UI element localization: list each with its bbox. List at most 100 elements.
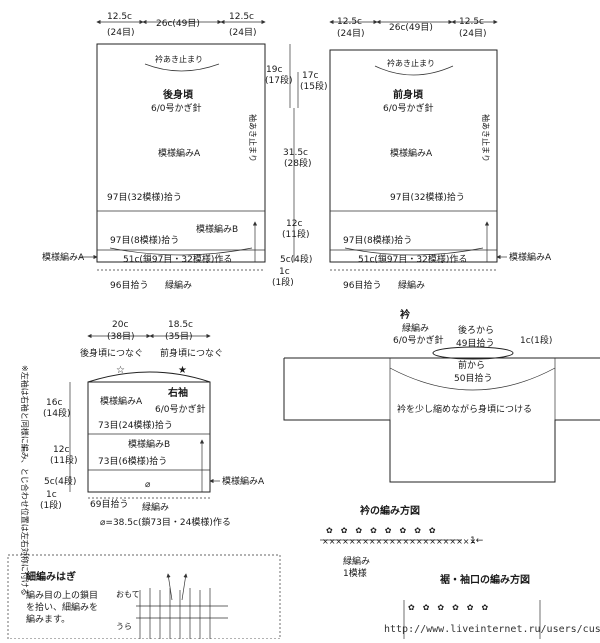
back-pattern-b-label: 模様編みB: [196, 223, 238, 235]
sleeve-rib-label: 緑編み: [142, 501, 169, 513]
sleeve-width-left: 20c: [112, 320, 128, 330]
front-pick97-label: 97目(32模様)拾う: [390, 191, 465, 203]
hem-chart-puffs: ✿ ✿ ✿ ✿ ✿ ✿: [408, 603, 489, 612]
front-pick97b-label: 97目(8模様)拾う: [343, 234, 412, 246]
seam-text-3: 編みます。: [26, 613, 70, 625]
back-rib-label: 緑編み: [165, 279, 192, 291]
back-title: 後身頃: [163, 88, 194, 101]
dim-1c-rows: (1段): [272, 276, 294, 288]
front-pattern-a-label: 模様編みA: [390, 147, 433, 159]
sleeve-width-right-sts: (35目): [165, 331, 192, 342]
collar-instruction: 衿を少し縮めながら身頃につける: [397, 403, 532, 415]
back-body-panel: 12.5c (24目) 26c(49目) 12.5c (24目) 衿あき止まり …: [42, 12, 266, 291]
dim-1c: 1c: [279, 267, 290, 277]
back-neck-curve: [144, 63, 220, 72]
star-outline-icon: ☆: [116, 365, 125, 376]
collar-chart-title: 衿の編み方図: [360, 504, 420, 517]
sleeve-chain-label: ⌀=38.5c(鎖73目・24模様)作る: [100, 516, 231, 528]
front-body-panel: 12.5c (24目) 26c(49目) 12.5c (24目) 衿あき止まり …: [329, 17, 552, 291]
sleeve-h16c: 16c: [46, 398, 62, 408]
dim-17c: 17c: [302, 71, 318, 81]
front-rib-label: 緑編み: [398, 279, 425, 291]
sleeve-hook-size: 6/0号かぎ針: [155, 403, 206, 415]
collar-from-front: 前から: [458, 359, 485, 371]
sleeve-side-pattern-label: 模様編みA: [222, 475, 265, 487]
sleeve-cap-curve: [87, 371, 211, 383]
collar-chart-rib: 緑編み: [343, 555, 370, 567]
right-sleeve-panel: 20c (38目) 18.5c (35目) 後身頃につなぐ 前身頃につなぐ ☆ …: [20, 320, 265, 596]
front-side-pattern-label: 模様編みA: [509, 251, 552, 263]
front-hook-size: 6/0号かぎ針: [383, 102, 434, 114]
seam-text-1: 編み目の上の鎖目: [26, 589, 98, 601]
front-top-left-sts: (24目): [337, 28, 364, 39]
seam-label-back: うら: [116, 622, 132, 631]
sleeve-pick73-label: 73目(24模様)拾う: [98, 419, 173, 431]
front-top-left-dim: 12.5c: [337, 17, 362, 27]
sleeve-h1c: 1c: [46, 490, 57, 500]
front-top-mid-dim: 26c(49目): [389, 22, 433, 33]
sleeve-h5c: 5c(4段): [44, 475, 76, 487]
dim-31-5c: 31.5c: [283, 148, 308, 158]
sleeve-pick73b-label: 73目(6模様)拾う: [98, 455, 167, 467]
collar-depth: 1c(1段): [520, 334, 552, 346]
dim-31-5c-rows: (28段): [284, 157, 311, 169]
front-neck-stop-label: 衿あき止まり: [387, 58, 435, 68]
star-filled-icon: ★: [178, 365, 187, 376]
front-top-right-sts: (24目): [459, 28, 486, 39]
back-top-right-sts: (24目): [229, 27, 256, 38]
back-hook-size: 6/0号かぎ針: [151, 102, 202, 114]
collar-chart-repeat: 1模様: [343, 567, 367, 579]
back-sleeve-stop-label: 袖あき止まり: [248, 114, 258, 162]
collar-chart-arrow: 1←: [470, 536, 484, 546]
sleeve-width-right: 18.5c: [168, 320, 193, 330]
sleeve-diameter-icon: ⌀: [145, 480, 151, 490]
sleeve-pick69-label: 69目拾う: [90, 498, 128, 510]
sleeve-outline: [87, 381, 211, 493]
back-pick97-label: 97目(32模様)拾う: [107, 191, 182, 203]
collar-from-back: 後ろから: [458, 324, 494, 336]
seam-yarn-illustration: [139, 588, 211, 639]
dim-12c-rows: (11段): [282, 228, 309, 240]
front-sleeve-stop-label: 袖あき止まり: [481, 114, 491, 162]
dim-17c-rows: (15段): [300, 80, 327, 92]
front-chain-label: 51c(鎖97目・32模様)作る: [358, 253, 467, 265]
back-top-left-dim: 12.5c: [107, 12, 132, 22]
sleeve-h12c-rows: (11段): [50, 454, 77, 466]
hem-chart-title: 裾・袖口の編み方図: [440, 573, 530, 586]
dim-19c: 19c: [266, 65, 282, 75]
collar-hook-size: 6/0号かぎ針: [393, 334, 444, 346]
back-pick96-label: 96目拾う: [110, 279, 148, 291]
sleeve-side-note: ※左袖は右袖と同様に編み、とじ合わせ位置は左右対称に付ける: [20, 365, 30, 596]
back-top-left-sts: (24目): [107, 27, 134, 38]
back-pattern-a-label: 模様編みA: [158, 147, 201, 159]
front-title: 前身頃: [393, 88, 424, 101]
body-height-dims: 19c (17段) 17c (15段) 31.5c (28段) 12c (11段…: [265, 44, 327, 288]
collar-body-outline: [283, 358, 600, 483]
sleeve-h1c-rows: (1段): [40, 499, 62, 511]
seam-label-front: おもて: [116, 590, 140, 599]
dim-5c: 5c(4段): [280, 253, 312, 265]
collar-chart-stitches: ×××××××××××××××××××××××: [322, 537, 476, 546]
hem-stitch-chart: 裾・袖口の編み方図 ✿ ✿ ✿ ✿ ✿ ✿: [403, 573, 541, 639]
collar-stitch-chart: 衿の編み方図 ××××××××××××××××××××××× ✿ ✿ ✿ ✿ ✿…: [320, 504, 484, 579]
back-top-right-dim: 12.5c: [229, 12, 254, 22]
back-top-mid-dim: 26c(49目): [156, 18, 200, 29]
seam-text-2: を拾い、細編みを: [26, 601, 98, 613]
collar-rib-label: 緑編み: [402, 322, 429, 334]
front-top-right-dim: 12.5c: [459, 17, 484, 27]
dim-19c-rows: (17段): [265, 74, 292, 86]
back-neck-stop-label: 衿あき止まり: [155, 54, 203, 64]
back-pick97b-label: 97目(8模様)拾う: [110, 234, 179, 246]
collar-ring: [432, 346, 514, 360]
collar-panel: 衿 緑編み 6/0号かぎ針 後ろから 49目拾う 1c(1段) 前から 50目拾…: [283, 308, 600, 483]
sleeve-width-left-sts: (38目): [107, 331, 134, 342]
collar-chart-puffs: ✿ ✿ ✿ ✿ ✿ ✿ ✿ ✿: [326, 526, 436, 535]
sleeve-h12c: 12c: [53, 445, 69, 455]
back-side-pattern-label: 模様編みA: [42, 251, 85, 263]
sleeve-title: 右袖: [167, 386, 188, 399]
collar-back-sts: 49目拾う: [456, 337, 494, 349]
back-chain-label: 51c(鎖97目・32模様)作る: [123, 253, 232, 265]
front-neck-curve: [374, 65, 454, 76]
seam-title: 細編みはぎ: [26, 570, 76, 583]
